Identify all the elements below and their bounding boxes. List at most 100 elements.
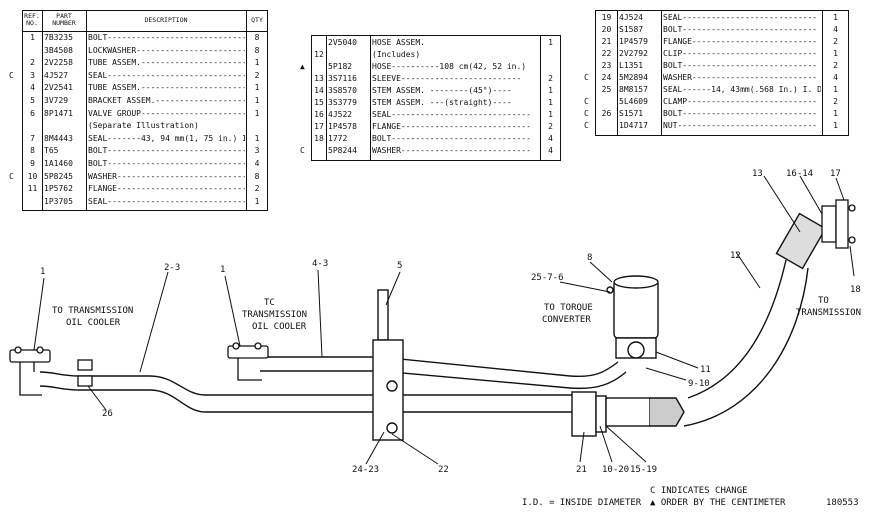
- row-part-number: 2V2258: [44, 58, 73, 68]
- row-ref-no: 3: [30, 70, 35, 80]
- row-part-number: 8P1471: [44, 108, 73, 118]
- change-mark: C: [584, 73, 589, 82]
- callout-25-7-6: 25-7-6: [531, 273, 564, 283]
- table-row: 5P182 HOSE----------108 cm(42, 52 in.): [312, 62, 560, 74]
- row-qty: 4: [548, 146, 553, 155]
- hose-sleeve: [775, 212, 827, 270]
- table-row: (Separate Illustration): [23, 121, 267, 134]
- row-part-number: 5M2894: [619, 73, 648, 82]
- row-description: BRACKET ASSEM.---------------------: [88, 96, 245, 105]
- row-description: BOLT----------------------------: [663, 109, 818, 118]
- row-part-number: 1P5762: [44, 184, 73, 194]
- row-part-number: 1D4717: [619, 121, 648, 130]
- change-mark: C: [584, 121, 589, 130]
- row-ref-no: 20: [601, 25, 612, 34]
- row-qty: 2: [254, 184, 260, 194]
- row-qty: 1: [254, 83, 260, 93]
- row-part-number: S1571: [619, 109, 644, 118]
- callout-18: 18: [850, 285, 861, 295]
- row-ref-no: 5: [30, 96, 35, 105]
- callout-24-23: 24-23: [352, 465, 379, 475]
- row-description: WASHER--------------------------: [663, 73, 818, 82]
- callout-22: 22: [438, 465, 449, 475]
- row-ref-no: 4: [30, 83, 35, 93]
- row-description: LOCKWASHER-------------------------: [88, 45, 245, 55]
- row-ref-no: 11: [27, 184, 38, 194]
- row-ref-no: 22: [601, 49, 612, 58]
- table-row: 20 S1587 BOLT---------------------------- 4: [596, 25, 848, 37]
- row-part-number: L1351: [619, 61, 644, 70]
- change-mark: C: [584, 97, 589, 106]
- callout-12: 12: [730, 251, 741, 261]
- destination-labels: TO TRANSMISSION OIL COOLER TC TRANSMISSI…: [52, 296, 861, 332]
- row-description: HOSE----------108 cm(42, 52 in.): [372, 62, 527, 71]
- table-row: 22 2V2792 CLIP----------------------------…: [596, 49, 848, 61]
- row-part-number: 8M8157: [619, 85, 648, 94]
- note-change-indicator: C INDICATES CHANGE: [650, 486, 748, 496]
- row-description: SEAL-------------------------------: [88, 70, 245, 80]
- row-qty: 8: [254, 45, 260, 55]
- label-to-converter-1: TO TORQUE: [544, 303, 593, 313]
- label-tc-1: TC: [264, 298, 275, 308]
- row-qty: 4: [833, 25, 838, 34]
- row-ref-no: 6: [30, 108, 35, 118]
- row-description: (Includes): [372, 50, 421, 59]
- label-to-transmission-1: TO: [818, 296, 829, 306]
- row-ref-no: 24: [601, 73, 612, 82]
- row-description: BOLT-------------------------------: [88, 33, 245, 42]
- row-description: CLIP----------------------------: [663, 49, 818, 58]
- change-mark: C: [584, 109, 589, 118]
- label-to-transmission-2: TRANSMISSION: [796, 308, 861, 318]
- row-part-number: 5P8245: [44, 171, 73, 181]
- row-qty: 4: [548, 134, 553, 143]
- callout-17: 17: [830, 169, 841, 179]
- row-qty: 8: [254, 171, 260, 181]
- row-description: STEM ASSEM. --------(45°)----: [372, 86, 512, 95]
- row-part-number: 3V729: [44, 96, 69, 105]
- row-ref-no: 13: [314, 74, 324, 83]
- row-ref-no: 1: [30, 33, 35, 42]
- row-qty: 2: [548, 122, 553, 131]
- row-ref-no: 2: [30, 58, 35, 68]
- row-ref-no: 15: [314, 98, 324, 107]
- row-qty: 1: [254, 196, 260, 206]
- label-to-oil-cooler-2: OIL COOLER: [66, 318, 121, 328]
- callout-9-10: 9-10: [688, 379, 710, 389]
- table-row: 5 3V729 BRACKET ASSEM.--------------------…: [23, 96, 267, 109]
- row-description: WASHER---------------------------: [372, 146, 531, 155]
- row-qty: 4: [254, 159, 260, 168]
- row-description: BOLT----------------------------: [663, 25, 818, 34]
- row-part-number: 4J524: [619, 13, 644, 22]
- row-part-number: S1587: [619, 25, 644, 34]
- row-description: CLAMP---------------------------: [663, 97, 818, 106]
- row-part-number: T65: [44, 146, 59, 156]
- row-part-number: 2V2792: [619, 49, 648, 58]
- row-qty: 1: [254, 108, 260, 118]
- row-qty: 2: [548, 74, 553, 83]
- row-description: FLANGE--------------------------: [663, 37, 818, 46]
- row-description: FLANGE-----------------------------: [88, 184, 245, 194]
- row-description: SEAL-----------------------------: [372, 110, 531, 119]
- callout-2-3: 2-3: [164, 263, 180, 273]
- row-part-number: 1A1460: [44, 159, 73, 168]
- note-inside-diameter: I.D. = INSIDE DIAMETER: [522, 498, 642, 508]
- callout-5: 5: [397, 261, 402, 271]
- row-part-number: 4J522: [328, 110, 353, 119]
- row-ref-no: 14: [314, 86, 324, 95]
- row-ref-no: 26: [601, 109, 612, 118]
- row-qty: 2: [254, 70, 260, 80]
- row-ref-no: 8: [30, 146, 35, 156]
- callout-11: 11: [700, 365, 711, 375]
- change-mark: ▲: [300, 62, 305, 71]
